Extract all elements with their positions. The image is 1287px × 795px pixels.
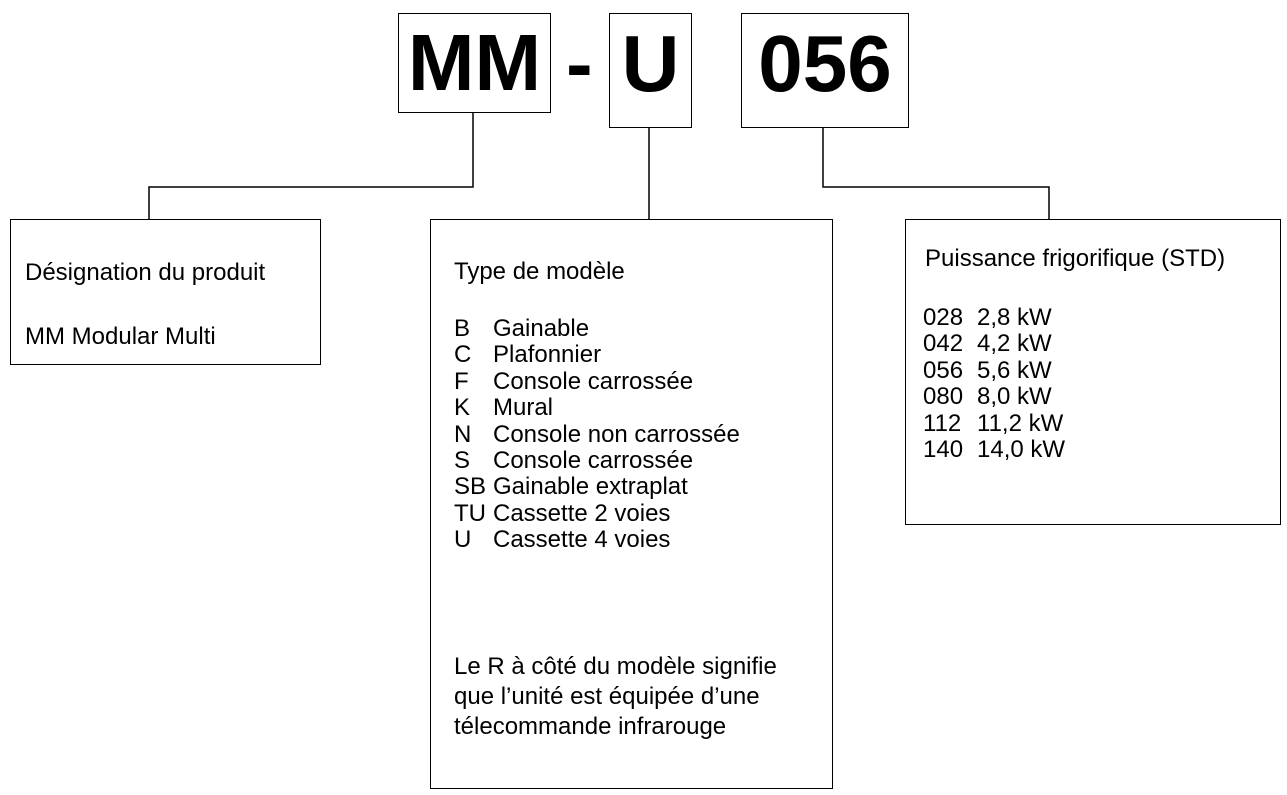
- power-value: 2,8 kW: [977, 304, 1052, 331]
- model-type-list: B Gainable C Plafonnier F Console carrossée…: [454, 315, 740, 554]
- connector-mm-to-designation: [148, 112, 474, 219]
- code-power-text: 056: [758, 18, 892, 108]
- power-value: 4,2 kW: [977, 330, 1052, 358]
- model-label: Plafonnier: [493, 341, 602, 369]
- model-type-title: Type de modèle: [454, 258, 625, 285]
- list-item: B Gainable: [454, 315, 740, 342]
- designation-title: Désignation du produit: [25, 259, 266, 286]
- power-code: 140: [923, 436, 964, 464]
- model-code: B: [454, 315, 471, 342]
- code-model-type-text: U: [621, 18, 680, 108]
- code-product-text: MM: [407, 18, 542, 107]
- note-line: que l’unité est équipée d’une: [454, 683, 760, 710]
- model-code: F: [454, 367, 469, 395]
- designation-value: MM Modular Multi: [25, 323, 216, 350]
- list-item: 056 5,6 kW: [923, 356, 1065, 384]
- model-label: Gainable: [493, 315, 590, 342]
- code-separator: -: [566, 19, 593, 108]
- list-item: 042 4,2 kW: [923, 330, 1065, 358]
- connector-056-to-power: [822, 127, 1050, 219]
- power-value: 5,6 kW: [977, 356, 1052, 384]
- power-value: 14,0 kW: [977, 436, 1066, 464]
- model-code: S: [454, 447, 471, 475]
- model-label: Cassette 2 voies: [493, 499, 671, 527]
- list-item: C Plafonnier: [454, 341, 740, 369]
- model-code: TU: [454, 499, 486, 527]
- designation-box: [10, 219, 321, 365]
- model-type-box: [430, 219, 833, 789]
- model-label: Mural: [493, 394, 554, 422]
- model-label: Console carrossée: [493, 447, 694, 475]
- list-item: K Mural: [454, 394, 740, 422]
- power-code: 042: [923, 330, 964, 358]
- list-item: 080 8,0 kW: [923, 383, 1065, 411]
- note-line: Le R à côté du modèle signifie: [454, 653, 777, 680]
- model-code: K: [454, 394, 471, 422]
- power-value: 11,2 kW: [977, 409, 1064, 437]
- list-item: 112 11,2 kW: [923, 409, 1065, 437]
- power-code: 080: [923, 383, 964, 411]
- model-label: Console carrossée: [493, 367, 694, 395]
- power-code: 112: [923, 409, 962, 437]
- model-code: C: [454, 341, 472, 369]
- note-line: télecommande infrarouge: [454, 713, 727, 740]
- model-code: U: [454, 526, 472, 554]
- model-label: Cassette 4 voies: [493, 526, 671, 554]
- model-label: Console non carrossée: [493, 420, 740, 448]
- list-item: N Console non carrossée: [454, 420, 740, 448]
- model-label: Gainable extraplat: [493, 473, 688, 501]
- model-code: N: [454, 420, 472, 448]
- code-box-product: MM: [398, 13, 551, 113]
- list-item: F Console carrossée: [454, 367, 740, 395]
- model-code: SB: [454, 473, 487, 501]
- list-item: U Cassette 4 voies: [454, 526, 740, 554]
- code-box-model-type: U: [609, 13, 692, 128]
- power-title: Puissance frigorifique (STD): [925, 245, 1226, 272]
- model-type-note: Le R à côté du modèle signifie que l’uni…: [454, 652, 777, 742]
- list-item: S Console carrossée: [454, 447, 740, 475]
- power-code: 056: [923, 356, 964, 384]
- power-box: [905, 219, 1281, 525]
- list-item: 028 2,8 kW: [923, 304, 1065, 331]
- code-box-power: 056: [741, 13, 909, 128]
- list-item: 140 14,0 kW: [923, 436, 1066, 464]
- power-code: 028: [923, 304, 964, 331]
- power-value: 8,0 kW: [977, 383, 1052, 411]
